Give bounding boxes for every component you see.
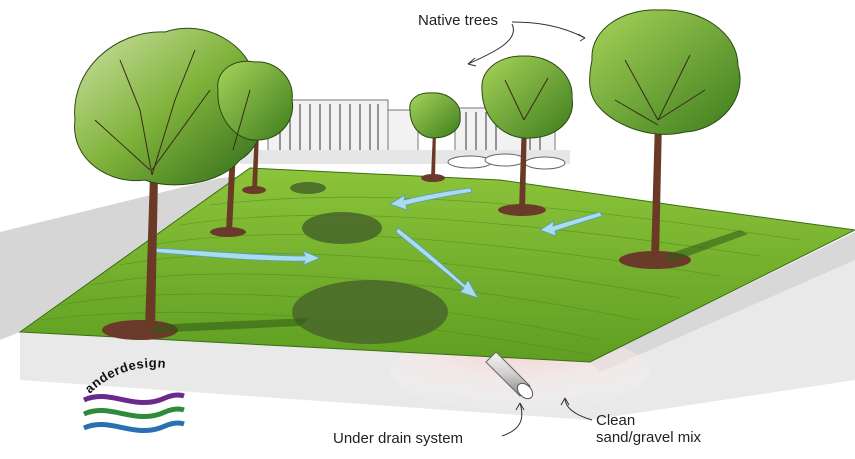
tree-canopy-right — [589, 9, 741, 135]
under-drain-label: Under drain system — [333, 430, 464, 447]
tree-canopies — [74, 9, 741, 186]
background-shrubs — [447, 153, 566, 170]
clean-sand-gravel-label: Clean sand/gravel mix — [596, 412, 702, 446]
native-trees-label: Native trees — [418, 12, 499, 29]
under-drain-pipe — [485, 351, 534, 400]
tree-trunks — [145, 120, 662, 330]
tree-branches — [94, 49, 706, 176]
rain-garden-depressions — [290, 182, 448, 344]
label-leader-lines — [467, 21, 593, 437]
water-flow-arrows — [149, 187, 603, 299]
tree-canopy-center-right — [481, 55, 573, 139]
tree-canopy-back — [409, 92, 461, 139]
tree-canopy-mid-left — [217, 60, 294, 141]
tree-shadows — [150, 230, 748, 333]
logo-waves — [82, 392, 185, 433]
